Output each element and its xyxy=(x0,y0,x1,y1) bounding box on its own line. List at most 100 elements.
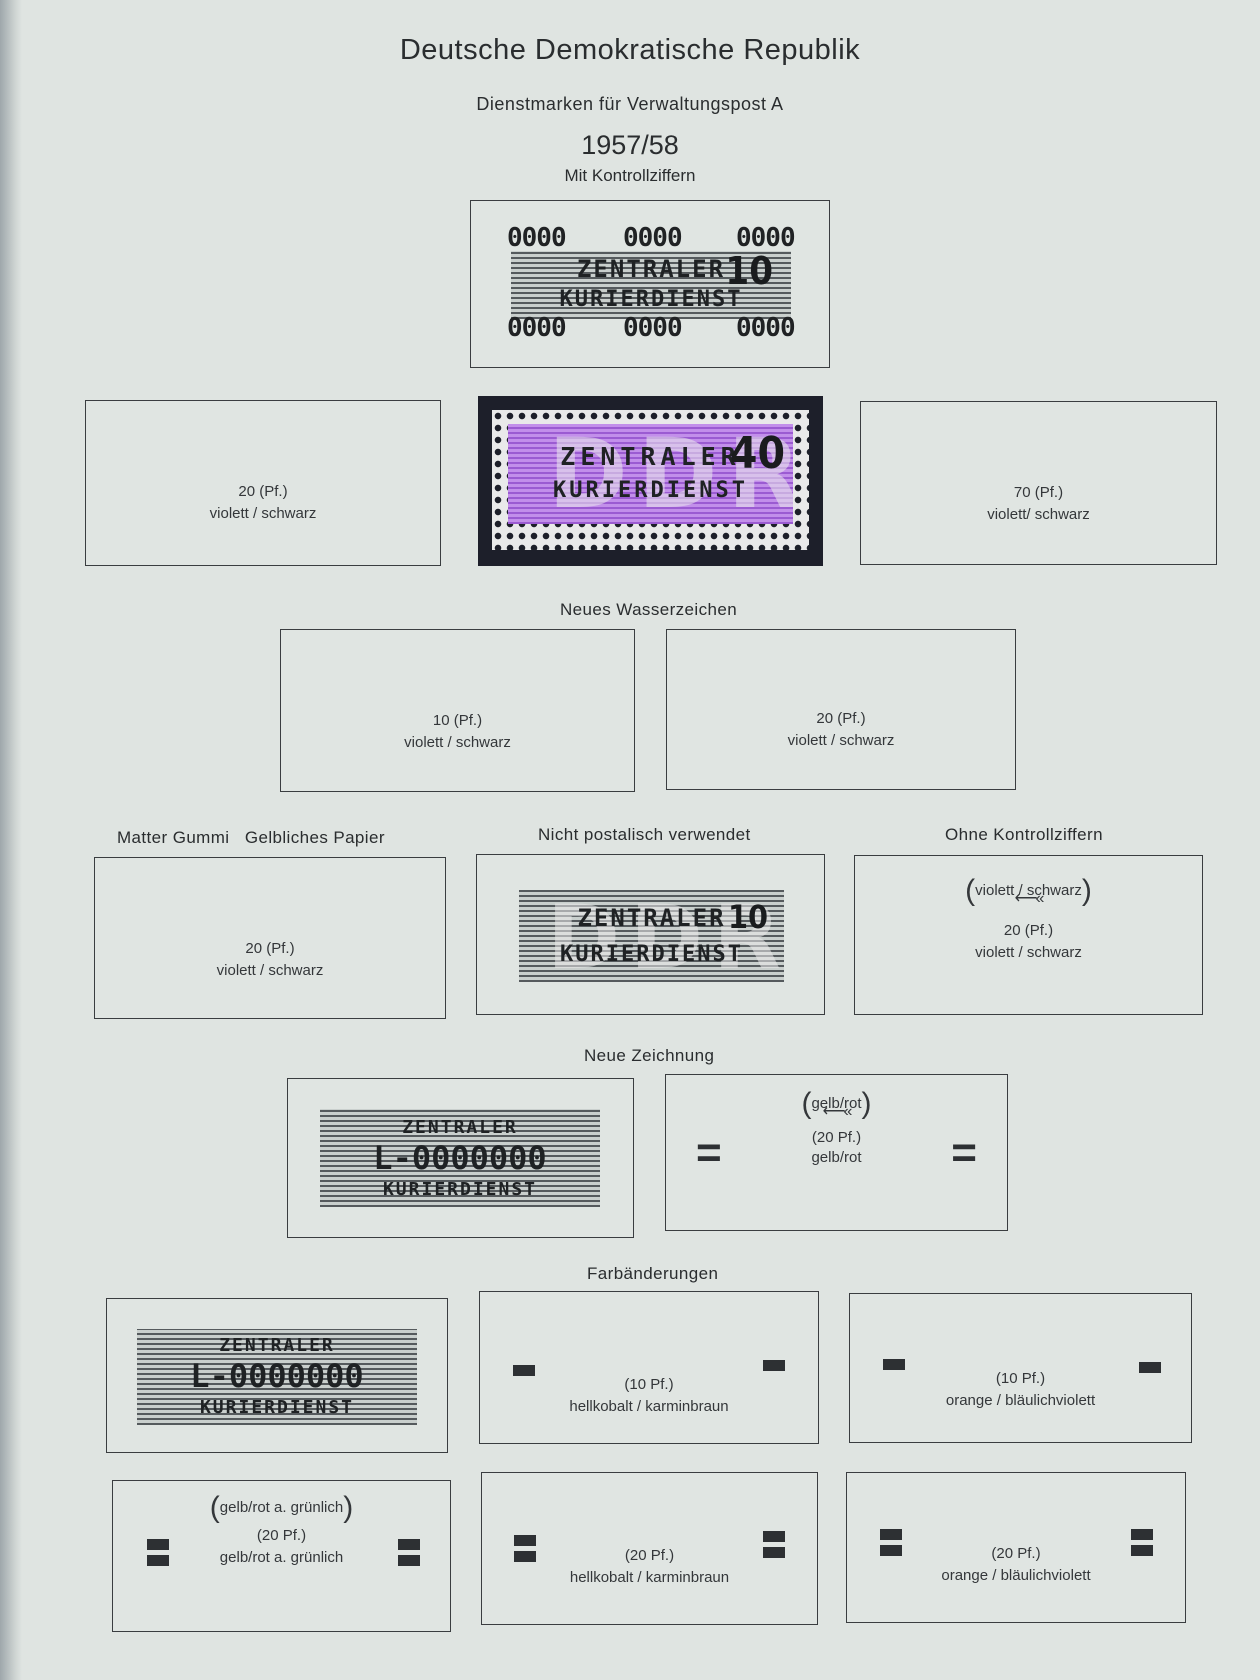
stamp-value-10: 10 xyxy=(727,898,768,936)
slot-value: 20 (Pf.) xyxy=(816,710,866,727)
slot-color: gelb/rot xyxy=(811,1149,862,1167)
stamp-40-mount[interactable]: DDR ZENTRALER KURIERDIENST 40 xyxy=(478,396,823,566)
stamp-ddr-watermark: DDR xyxy=(547,890,784,982)
slot-value: 20 (Pf.) xyxy=(238,483,288,500)
arrow-icon: ⟵« xyxy=(822,1103,853,1121)
stamp-line2: KURIERDIENST xyxy=(559,287,743,312)
control-digits-top-left: 0000 xyxy=(507,223,567,253)
stamp-l-number: L-0000000 xyxy=(190,1357,364,1395)
slot-20-matter-gummi[interactable]: 20 (Pf.) violett / schwarz xyxy=(94,857,446,1019)
stamp-perforation: DDR ZENTRALER KURIERDIENST 40 xyxy=(492,410,809,550)
album-page-edge xyxy=(0,0,22,1680)
control-bar-left-bottom xyxy=(514,1551,536,1562)
stamp-kontrollziffern-image: ZENTRALER KURIERDIENST 10 xyxy=(511,251,791,319)
control-bar-right xyxy=(763,1360,785,1371)
control-bar-left xyxy=(883,1359,905,1370)
slot-value: (10 Pf.) xyxy=(624,1376,674,1393)
slot-10-hellkobalt[interactable]: (10 Pf.) hellkobalt / karminbraun xyxy=(479,1291,819,1444)
arrow-icon: ⟵« xyxy=(1014,890,1045,908)
slot-nicht-postalisch[interactable]: DDR ZENTRALER KURIERDIENST 10 xyxy=(476,854,825,1015)
section-matter-gummi: Matter Gummi Gelbliches Papier xyxy=(117,828,385,847)
control-bar-right-bottom xyxy=(763,1547,785,1558)
slot-value: (20 Pf.) xyxy=(256,1527,307,1545)
slot-20-orange[interactable]: (20 Pf.) orange / bläulichviolett xyxy=(846,1472,1186,1623)
paren-color: gelb/rot xyxy=(811,1095,862,1112)
control-bar-left-bottom xyxy=(147,1555,169,1566)
stamp-line2: KURIERDIENST xyxy=(553,478,748,503)
control-bar-right-bottom xyxy=(1131,1545,1153,1556)
control-bar-right-top xyxy=(1131,1529,1153,1540)
section-ohne-kontrollziffern: Ohne Kontrollziffern xyxy=(945,825,1103,844)
control-bar-left-top xyxy=(880,1529,902,1540)
control-digits-top-center: 0000 xyxy=(623,223,683,253)
slot-10-wasserzeichen[interactable]: 10 (Pf.) violett / schwarz xyxy=(280,629,635,792)
equals-mark-left: = xyxy=(696,1128,722,1177)
equals-mark-right: = xyxy=(951,1128,977,1177)
slot-20-ohne-kontrollziffern[interactable]: (violett / schwarz) ⟵« 20 (Pf.) violett … xyxy=(854,855,1203,1015)
paren-color: gelb/rot a. grünlich xyxy=(219,1499,344,1516)
control-bar-left-top xyxy=(147,1539,169,1550)
stamp-line2: KURIERDIENST xyxy=(199,1397,355,1418)
control-digits-bottom-right: 0000 xyxy=(736,313,796,343)
slot-value: (20 Pf.) xyxy=(991,1545,1041,1562)
slot-value: 20 (Pf.) xyxy=(245,940,295,957)
slot-color: violett / schwarz xyxy=(216,962,324,979)
series-title: Dienstmarken für Verwaltungspost A xyxy=(476,94,784,114)
slot-value: 20 (Pf.) xyxy=(1003,922,1054,940)
stamp-ddr-watermark: DDR xyxy=(548,424,793,524)
slot-value: (20 Pf.) xyxy=(811,1129,862,1147)
slot-farb-stamp[interactable]: ZENTRALER L-0000000 KURIERDIENST xyxy=(106,1298,448,1453)
stamp-10-image: DDR ZENTRALER KURIERDIENST 10 xyxy=(519,890,784,982)
slot-kontrollziffern[interactable]: ZENTRALER KURIERDIENST 10 0000 0000 0000… xyxy=(470,200,830,368)
section-neue-zeichnung: Neue Zeichnung xyxy=(584,1046,715,1065)
slot-20-gruenlich[interactable]: (gelb/rot a. grünlich) (20 Pf.) gelb/rot… xyxy=(112,1480,451,1632)
slot-color: violett / schwarz xyxy=(209,505,317,522)
stamp-l-number-image: ZENTRALER L-0000000 KURIERDIENST xyxy=(320,1109,600,1207)
slot-color: orange / bläulichviolett xyxy=(941,1567,1091,1584)
stamp-line1: ZENTRALER xyxy=(577,904,726,932)
control-digits-top-right: 0000 xyxy=(736,223,796,253)
control-digits-bottom-left: 0000 xyxy=(507,313,567,343)
slot-20-gelb-rot[interactable]: = = (gelb/rot) ⟵« (20 Pf.) gelb/rot xyxy=(665,1074,1008,1231)
slot-value: 10 (Pf.) xyxy=(432,712,483,729)
control-bar-right xyxy=(1139,1362,1161,1373)
slot-value: (20 Pf.) xyxy=(624,1547,675,1564)
control-bar-left-top xyxy=(514,1535,536,1546)
paren-color: violett / schwarz xyxy=(975,882,1082,899)
control-digits-bottom-center: 0000 xyxy=(623,313,683,343)
slot-color: violett / schwarz xyxy=(787,732,895,749)
slot-20-wasserzeichen[interactable]: 20 (Pf.) violett / schwarz xyxy=(666,629,1016,790)
stamp-40-image: DDR ZENTRALER KURIERDIENST 40 xyxy=(508,424,793,524)
slot-color: hellkobalt / karminbraun xyxy=(569,1569,730,1586)
stamp-line2: KURIERDIENST xyxy=(560,942,743,967)
control-bar-left xyxy=(513,1365,535,1376)
slot-color: violett / schwarz xyxy=(975,944,1082,962)
slot-color: violett/ schwarz xyxy=(987,506,1090,523)
control-bar-right-bottom xyxy=(398,1555,420,1566)
slot-color: orange / bläulichviolett xyxy=(945,1392,1096,1409)
section-neues-wasserzeichen: Neues Wasserzeichen xyxy=(560,600,738,619)
slot-color: gelb/rot a. grünlich xyxy=(219,1549,344,1567)
stamp-value-40: 40 xyxy=(729,428,785,479)
stamp-line2: KURIERDIENST xyxy=(382,1179,538,1200)
stamp-line1: ZENTRALER xyxy=(576,255,726,283)
slot-10-orange[interactable]: (10 Pf.) orange / bläulichviolett xyxy=(849,1293,1192,1443)
subtitle: Mit Kontrollziffern xyxy=(564,166,696,185)
slot-neue-zeichnung-stamp[interactable]: ZENTRALER L-0000000 KURIERDIENST xyxy=(287,1078,634,1238)
section-farbaenderungen: Farbänderungen xyxy=(587,1264,719,1283)
slot-color: violett / schwarz xyxy=(404,734,511,751)
page-title: Deutsche Demokratische Republik xyxy=(399,34,861,66)
year-range: 1957/58 xyxy=(581,130,679,160)
stamp-line1: ZENTRALER xyxy=(560,442,741,471)
control-bar-right-top xyxy=(763,1531,785,1542)
slot-value: (10 Pf.) xyxy=(995,1370,1046,1387)
stamp-value-10: 10 xyxy=(725,251,773,293)
slot-20-hellkobalt[interactable]: (20 Pf.) hellkobalt / karminbraun xyxy=(481,1472,818,1625)
slot-70-violett[interactable]: 70 (Pf.) violett/ schwarz xyxy=(860,401,1217,565)
control-bar-right-top xyxy=(398,1539,420,1550)
stamp-line1: ZENTRALER xyxy=(219,1335,335,1356)
stamp-l-number: L-0000000 xyxy=(373,1139,547,1177)
section-nicht-postalisch: Nicht postalisch verwendet xyxy=(538,825,751,844)
control-bar-left-bottom xyxy=(880,1545,902,1556)
slot-20-violett[interactable]: 20 (Pf.) violett / schwarz xyxy=(85,400,441,566)
